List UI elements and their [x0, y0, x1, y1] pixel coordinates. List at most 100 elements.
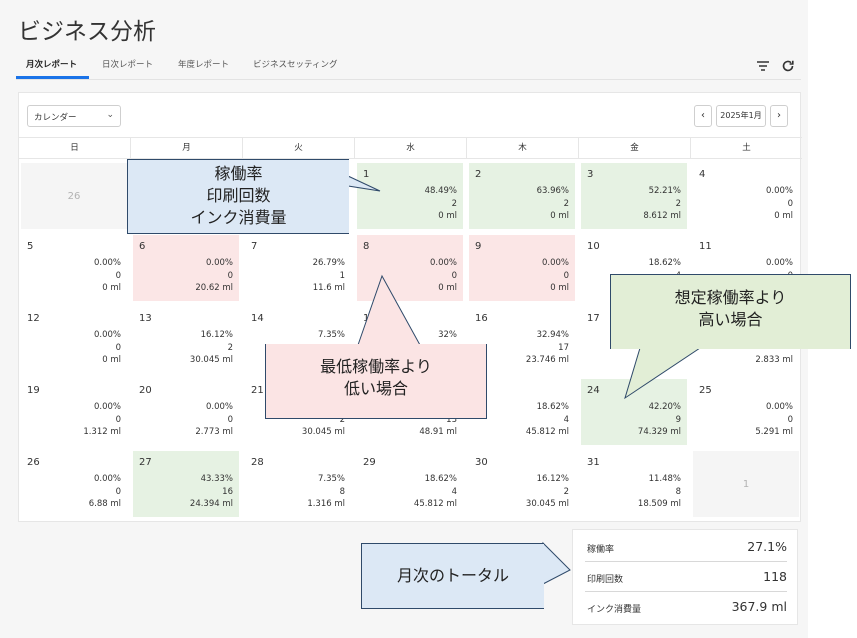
calendar-day-outside-month[interactable]: 1: [693, 451, 799, 517]
filter-icon[interactable]: [755, 58, 771, 74]
print-count: 0: [115, 270, 121, 281]
print-count: 0: [227, 270, 233, 281]
calendar-day-outside-month[interactable]: 26: [21, 163, 127, 229]
calendar-day-cell[interactable]: 6 0.00% 0 20.62 ml: [133, 235, 239, 301]
tab-daily-report[interactable]: 日次レポート: [102, 60, 154, 70]
weekday-sat: 土: [742, 143, 751, 153]
utilization-rate: 0.00%: [93, 330, 121, 340]
day-number: 30: [475, 457, 488, 468]
print-count: 8: [675, 486, 681, 497]
tab-business-settings[interactable]: ビジネスセッティング: [253, 60, 338, 70]
ink-usage: 0 ml: [550, 211, 569, 221]
refresh-icon[interactable]: [780, 58, 796, 74]
utilization-rate: 42.20%: [648, 402, 681, 412]
view-select-value: カレンダー: [34, 113, 77, 123]
ink-usage: 20.62 ml: [195, 283, 233, 293]
weekday-fri: 金: [579, 138, 691, 158]
ink-usage: 48.91 ml: [419, 427, 457, 437]
total-label: 印刷回数: [587, 575, 624, 585]
print-count: 2: [563, 486, 569, 497]
day-number: 20: [139, 385, 152, 396]
ink-usage: 0 ml: [774, 211, 793, 221]
day-metrics: 32%: [438, 329, 457, 367]
active-tab-indicator: [16, 76, 89, 79]
weekday-tue: 火: [243, 138, 355, 158]
ink-usage: 6.88 ml: [88, 499, 121, 509]
day-metrics: 0.00% 0 20.62 ml: [195, 257, 233, 295]
utilization-rate: 48.49%: [424, 186, 457, 196]
print-count: 1: [339, 270, 345, 281]
utilization-rate: 0.00%: [205, 402, 233, 412]
day-number: 6: [139, 241, 146, 252]
day-number: 13: [139, 313, 152, 324]
ink-usage: 30.045 ml: [301, 427, 345, 437]
weekday-wed: 水: [355, 138, 467, 158]
day-number: 10: [587, 241, 600, 252]
print-count: 2: [675, 198, 681, 209]
next-month-button[interactable]: ›: [770, 105, 788, 127]
ink-usage: 2.833 ml: [755, 355, 793, 365]
total-row-prints: 印刷回数 118: [585, 562, 787, 592]
tab-monthly-report[interactable]: 月次レポート: [26, 60, 78, 70]
weekday-mon: 月: [131, 138, 243, 158]
day-number: 15: [363, 313, 376, 324]
ink-usage: 0 ml: [102, 283, 121, 293]
tab-yearly-report[interactable]: 年度レポート: [178, 60, 230, 70]
print-count: 0: [115, 414, 121, 425]
utilization-rate: 0.00%: [93, 402, 121, 412]
ink-usage: 1.312 ml: [83, 427, 121, 437]
day-number: 25: [699, 385, 712, 396]
current-month[interactable]: 2025年1月: [716, 105, 766, 127]
utilization-rate: 52.21%: [648, 186, 681, 196]
view-select[interactable]: カレンダー ⌄: [27, 105, 121, 127]
callout-line: 稼働率: [214, 164, 263, 183]
ink-usage: 0 ml: [438, 211, 457, 221]
prev-month-button[interactable]: ‹: [694, 105, 712, 127]
callout-line: 印刷回数: [206, 186, 271, 205]
callout-above-target: 想定稼働率より 高い場合: [610, 274, 851, 349]
weekday-sun: 日: [19, 138, 131, 158]
utilization-rate: 0.00%: [93, 258, 121, 268]
weekday-header: 日 月 火 水 木 金 土: [19, 137, 802, 159]
utilization-rate: 43.33%: [200, 474, 233, 484]
day-number: 8: [363, 241, 370, 252]
print-count: 9: [675, 414, 681, 425]
day-metrics: 0.00% 0 0 ml: [94, 257, 121, 295]
day-number: 26: [67, 191, 81, 202]
day-number: 19: [27, 385, 40, 396]
utilization-rate: 18.62%: [424, 474, 457, 484]
utilization-rate: 0.00%: [205, 258, 233, 268]
ink-usage: 8.612 ml: [643, 211, 681, 221]
calendar-day-cell[interactable]: 19 0.00% 0 1.312 ml: [21, 379, 127, 445]
print-count: 0: [787, 198, 793, 209]
print-count: 2: [563, 198, 569, 209]
